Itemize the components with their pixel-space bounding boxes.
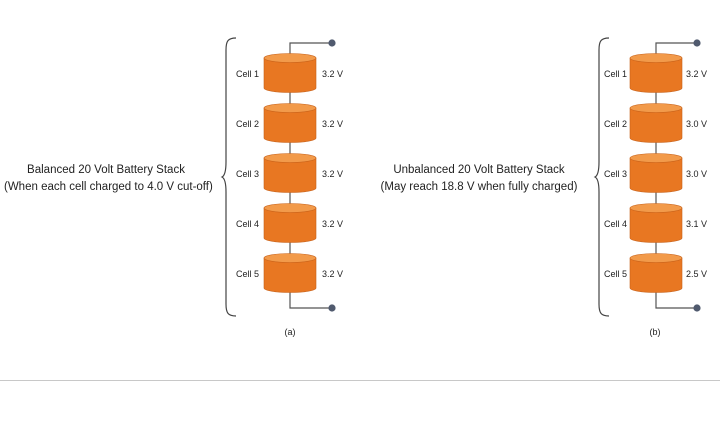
stack-b-cell-3-battery-icon (629, 153, 683, 193)
stack-a-cell-5-label: Cell 5 (236, 269, 260, 279)
stack-b-cell-4-voltage: 3.1 V (686, 219, 708, 229)
stack-a-cell-3-voltage: 3.2 V (322, 169, 344, 179)
stack-b-cell-2-battery-icon (629, 103, 683, 143)
stack-b-cell-4-battery-icon (629, 203, 683, 243)
stack-b-cell-5-label: Cell 5 (604, 269, 628, 279)
stack-a-positive-terminal-icon (328, 39, 336, 47)
stack-b-cell-1-label: Cell 1 (604, 69, 628, 79)
stack-a-cell-2-label: Cell 2 (236, 119, 260, 129)
stack-b-brace (593, 37, 610, 317)
stack-b-cell-2-voltage: 3.0 V (686, 119, 708, 129)
divider-line (0, 380, 720, 381)
stack-b-cell-1-battery-icon (629, 53, 683, 93)
stack-a-brace (220, 37, 237, 317)
stack-a-cell-1-battery-icon (263, 53, 317, 93)
stack-a-cell-4-battery-icon (263, 203, 317, 243)
stack-a-cell-5-voltage: 3.2 V (322, 269, 344, 279)
stack-b-title-line1: Unbalanced 20 Volt Battery Stack (393, 164, 565, 176)
stack-a-cell-4-label: Cell 4 (236, 219, 260, 229)
stack-a-cell-4-voltage: 3.2 V (322, 219, 344, 229)
stack-b-cell-3-voltage: 3.0 V (686, 169, 708, 179)
stack-b-cell-1-voltage: 3.2 V (686, 69, 708, 79)
stack-a-title-line1: Balanced 20 Volt Battery Stack (27, 164, 185, 176)
stack-a-cell-2-battery-icon (263, 103, 317, 143)
stack-b-cell-4-label: Cell 4 (604, 219, 628, 229)
stack-b-negative-terminal-icon (693, 304, 701, 312)
stack-a-cell-3-battery-icon (263, 153, 317, 193)
stack-b-bottom-lead (655, 286, 697, 309)
stack-a-cell-3-label: Cell 3 (236, 169, 260, 179)
stack-b-caption: (b) (649, 327, 661, 337)
stack-b-title: Unbalanced 20 Volt Battery Stack (May re… (378, 162, 580, 196)
stack-a-caption: (a) (284, 327, 296, 337)
stack-b-cell-5-battery-icon (629, 253, 683, 293)
stack-b-cell-2-label: Cell 2 (604, 119, 628, 129)
stack-a-title-line2: (When each cell charged to 4.0 V cut-off… (4, 181, 213, 193)
stack-b-cell-3-label: Cell 3 (604, 169, 628, 179)
stack-a-cell-2-voltage: 3.2 V (322, 119, 344, 129)
stack-a-title: Balanced 20 Volt Battery Stack (When eac… (4, 162, 213, 196)
stack-a-cell-5-battery-icon (263, 253, 317, 293)
stack-a-negative-terminal-icon (328, 304, 336, 312)
stack-a-cell-1-voltage: 3.2 V (322, 69, 344, 79)
stack-a-bottom-lead (289, 286, 332, 309)
stack-b-cell-5-voltage: 2.5 V (686, 269, 708, 279)
stack-b-title-line2: (May reach 18.8 V when fully charged) (380, 181, 578, 193)
stack-a-cell-1-label: Cell 1 (236, 69, 260, 79)
stack-b-positive-terminal-icon (693, 39, 701, 47)
